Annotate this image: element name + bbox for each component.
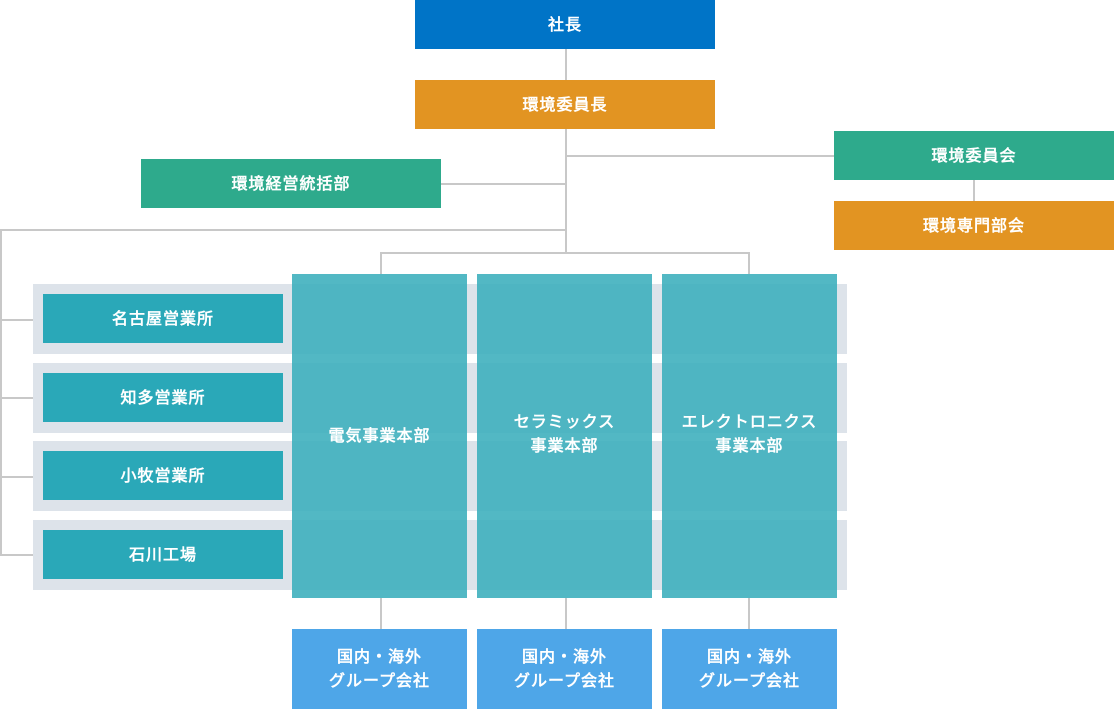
division-box: エレクトロニクス 事業本部 xyxy=(662,274,837,598)
environment-chair-box: 環境委員長 xyxy=(415,80,715,129)
connector-line xyxy=(748,598,750,629)
connector-line xyxy=(0,397,34,399)
president-box: 社長 xyxy=(415,0,715,49)
connector-line xyxy=(0,229,2,556)
connector-line xyxy=(380,252,750,254)
division-box: セラミックス 事業本部 xyxy=(477,274,652,598)
office-box: 名古屋営業所 xyxy=(43,294,283,343)
office-box: 石川工場 xyxy=(43,530,283,579)
connector-line xyxy=(0,554,34,556)
connector-line xyxy=(565,155,835,157)
environment-management-dept-box: 環境経営統括部 xyxy=(141,159,441,208)
connector-line xyxy=(973,180,975,201)
connector-line xyxy=(565,598,567,629)
connector-line xyxy=(0,229,567,231)
connector-line xyxy=(565,129,567,253)
office-box: 小牧営業所 xyxy=(43,451,283,500)
office-box: 知多営業所 xyxy=(43,373,283,422)
connector-line xyxy=(380,252,382,274)
connector-line xyxy=(0,319,34,321)
group-company-box: 国内・海外 グループ会社 xyxy=(477,629,652,709)
connector-line xyxy=(748,252,750,274)
group-company-box: 国内・海外 グループ会社 xyxy=(292,629,467,709)
connector-line xyxy=(380,598,382,629)
connector-line xyxy=(440,183,566,185)
environment-subcommittee-box: 環境専門部会 xyxy=(834,201,1114,250)
division-box: 電気事業本部 xyxy=(292,274,467,598)
group-company-box: 国内・海外 グループ会社 xyxy=(662,629,837,709)
environment-committee-box: 環境委員会 xyxy=(834,131,1114,180)
connector-line xyxy=(565,49,567,80)
connector-line xyxy=(0,476,34,478)
